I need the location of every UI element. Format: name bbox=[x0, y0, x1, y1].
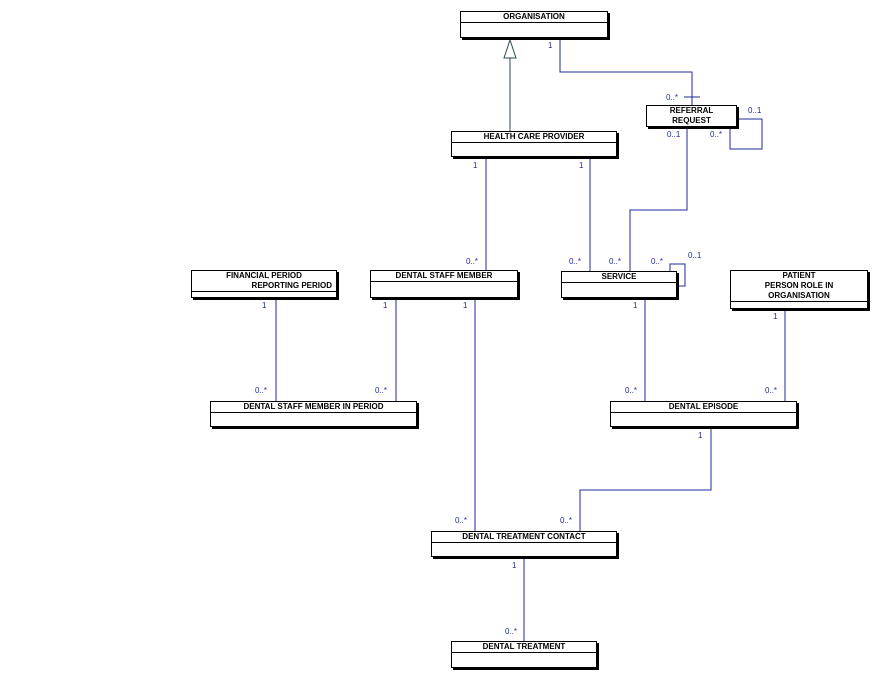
assoc-service-self bbox=[669, 263, 686, 287]
entity-dental-treatment-contact-name: DENTAL TREATMENT CONTACT bbox=[462, 532, 586, 541]
assoc-referral-service bbox=[629, 127, 688, 271]
entity-patient-subtitle: PERSON ROLE IN ORGANISATION bbox=[764, 281, 834, 300]
mult-referral-self-b: 0..* bbox=[710, 130, 723, 139]
generalisation-arrowhead bbox=[503, 38, 517, 59]
entity-organisation-name: ORGANISATION bbox=[503, 12, 565, 21]
entity-dental-episode-name: DENTAL EPISODE bbox=[668, 402, 739, 411]
mult-service-episode-many: 0..* bbox=[625, 386, 638, 395]
mult-hcp-staff-one: 1 bbox=[473, 161, 478, 170]
mult-referral-service-one: 0..1 bbox=[667, 130, 681, 139]
mult-contact-treatment-one: 1 bbox=[512, 561, 517, 570]
assoc-org-referral bbox=[559, 38, 693, 105]
entity-patient-name: PATIENT bbox=[782, 271, 816, 280]
entity-health-care-provider[interactable]: HEALTH CARE PROVIDER bbox=[451, 131, 617, 157]
assoc-episode-contact bbox=[579, 427, 712, 531]
mult-referral-service-many: 0..* bbox=[609, 257, 622, 266]
mult-staff-contact-many: 0..* bbox=[455, 516, 468, 525]
entity-service[interactable]: SERVICE bbox=[561, 271, 677, 298]
mult-fin-dsmip-one: 1 bbox=[262, 301, 267, 310]
mult-org-referral-one: 1 bbox=[548, 41, 553, 50]
mult-patient-episode-one: 1 bbox=[773, 312, 778, 321]
mult-hcp-service-many: 0..* bbox=[569, 257, 582, 266]
entity-referral-request[interactable]: REFERRAL REQUEST bbox=[646, 105, 737, 127]
mult-staff-dsmip-many: 0..* bbox=[375, 386, 388, 395]
entity-financial-period[interactable]: FINANCIAL PERIOD REPORTING PERIOD bbox=[191, 270, 337, 298]
mult-hcp-service-one: 1 bbox=[579, 161, 584, 170]
entity-dsmip-name: DENTAL STAFF MEMBER IN PERIOD bbox=[243, 402, 384, 411]
mult-episode-contact-one: 1 bbox=[698, 431, 703, 440]
entity-dental-treatment-name: DENTAL TREATMENT bbox=[482, 642, 566, 651]
mult-service-self-b: 0..1 bbox=[688, 251, 702, 260]
entity-dental-episode[interactable]: DENTAL EPISODE bbox=[610, 401, 797, 427]
entity-dental-staff-member-name: DENTAL STAFF MEMBER bbox=[395, 271, 493, 280]
mult-patient-episode-many: 0..* bbox=[765, 386, 778, 395]
mult-service-self-a: 0..* bbox=[651, 257, 664, 266]
entity-organisation[interactable]: ORGANISATION bbox=[460, 11, 608, 38]
mult-staff-dsmip-one: 1 bbox=[383, 301, 388, 310]
mult-fin-dsmip-many: 0..* bbox=[255, 386, 268, 395]
mult-hcp-staff-many: 0..* bbox=[466, 257, 479, 266]
entity-referral-request-name: REFERRAL REQUEST bbox=[669, 106, 714, 125]
entity-service-name: SERVICE bbox=[601, 272, 637, 281]
mult-contact-treatment-many: 0..* bbox=[505, 627, 518, 636]
assoc-referral-self bbox=[729, 118, 763, 150]
entity-financial-period-name: FINANCIAL PERIOD bbox=[226, 271, 302, 280]
mult-referral-self-a: 0..1 bbox=[748, 106, 762, 115]
entity-patient[interactable]: PATIENT PERSON ROLE IN ORGANISATION bbox=[730, 270, 868, 309]
entity-dental-staff-member-in-period[interactable]: DENTAL STAFF MEMBER IN PERIOD bbox=[210, 401, 417, 427]
entity-financial-period-subtitle: REPORTING PERIOD bbox=[251, 281, 332, 290]
entity-dental-staff-member[interactable]: DENTAL STAFF MEMBER bbox=[370, 270, 518, 298]
mult-org-referral-many: 0..* bbox=[666, 93, 679, 102]
entity-dental-treatment-contact[interactable]: DENTAL TREATMENT CONTACT bbox=[431, 531, 617, 557]
mult-service-episode-one: 1 bbox=[633, 301, 638, 310]
entity-health-care-provider-name: HEALTH CARE PROVIDER bbox=[483, 132, 585, 141]
entity-dental-treatment[interactable]: DENTAL TREATMENT bbox=[451, 641, 597, 668]
mult-episode-contact-many: 0..* bbox=[560, 516, 573, 525]
mult-staff-contact-one: 1 bbox=[463, 301, 468, 310]
